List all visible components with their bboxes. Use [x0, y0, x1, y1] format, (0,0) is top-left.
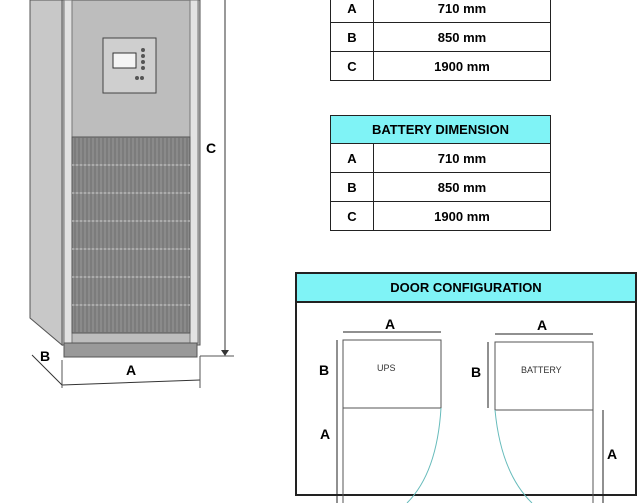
dim-value: 710 mm — [373, 0, 551, 23]
dim-key: B — [330, 172, 374, 202]
dim-key: C — [330, 201, 374, 231]
table-title: BATTERY DIMENSION — [330, 115, 551, 144]
door-diagram — [336, 331, 604, 503]
dim-key: C — [330, 51, 374, 81]
door-ups-dim-a2: A — [320, 426, 331, 442]
dim-value: 850 mm — [373, 172, 551, 202]
cabinet-dim-b: B — [40, 348, 51, 364]
door-ups-dim-b: B — [319, 362, 330, 378]
door-battery-dim-a: A — [537, 317, 548, 333]
cabinet-drawing — [29, 0, 234, 388]
battery-label: BATTERY — [521, 365, 562, 375]
door-configuration-panel: DOOR CONFIGURATION A B A UPS A B A BATTE… — [295, 272, 637, 503]
door-battery-dim-a2: A — [607, 446, 618, 462]
dim-value: 1900 mm — [373, 51, 551, 81]
dim-key: A — [330, 143, 374, 173]
panel-title: DOOR CONFIGURATION — [297, 274, 635, 303]
cabinet-dim-c: C — [206, 140, 217, 156]
dim-value: 1900 mm — [373, 201, 551, 231]
door-ups-dim-a: A — [385, 316, 396, 332]
dim-key: B — [330, 22, 374, 52]
display-screen — [112, 52, 137, 69]
control-panel — [102, 37, 157, 94]
dim-key: A — [330, 0, 374, 23]
cabinet-dim-a: A — [126, 362, 137, 378]
ups-label: UPS — [377, 363, 396, 373]
dim-value: 710 mm — [373, 143, 551, 173]
door-battery-dim-b: B — [471, 364, 482, 380]
dim-value: 850 mm — [373, 22, 551, 52]
